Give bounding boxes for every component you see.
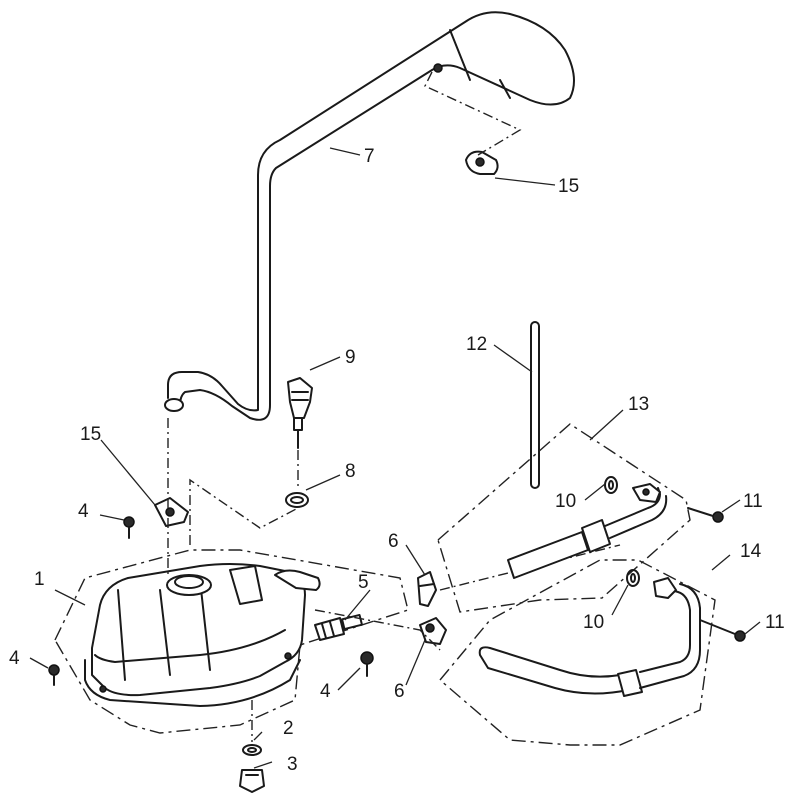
tube-part-7 [164,11,575,421]
group-outline-part-14 [439,559,716,746]
filler-cap-part-9 [287,377,313,449]
clamp-part-15-top [465,150,499,175]
callout-15-top: 15 [558,176,579,197]
bolt-part-4-a [123,516,135,539]
callout-3: 3 [287,754,298,775]
callout-11-upper: 11 [743,491,763,512]
callout-4-c: 4 [320,681,331,702]
callout-9: 9 [345,347,356,368]
fitting-part-5 [314,613,363,641]
callout-10-upper: 10 [555,491,576,512]
fitting-part-6-lower [419,617,447,645]
leader-lines [29,147,761,769]
bolt-part-4-b [48,664,60,686]
washer-part-10-lower [626,569,640,587]
dash-tank-to-6 [314,609,441,651]
tank-part-1 [84,563,321,707]
dash-tank-to-8 [189,478,299,545]
callout-2: 2 [283,718,294,739]
dash-7-to-15 [424,71,522,156]
hose-assembly-part-13 [507,483,668,579]
callout-6-lower: 6 [394,681,405,702]
callout-6-upper: 6 [388,531,399,552]
callout-12: 12 [466,334,487,355]
bolt-part-4-c [360,651,374,677]
callout-5: 5 [358,572,369,593]
clamp-part-15-lower [154,497,189,527]
callout-1: 1 [34,569,45,590]
callout-11-lower: 11 [765,612,785,633]
hose-assembly-part-14 [478,577,701,697]
group-outline-part-1 [54,549,409,734]
rod-part-12 [530,321,540,489]
callout-10-lower: 10 [583,612,604,633]
washer-part-2 [242,744,262,756]
callout-4-b: 4 [9,648,20,669]
callout-13: 13 [628,394,649,415]
callout-4-a: 4 [78,501,89,522]
callout-7: 7 [364,146,375,167]
washer-part-10-upper [604,476,618,494]
callout-15-lower: 15 [80,424,101,445]
drain-plug-part-3 [239,769,265,793]
o-ring-part-8 [285,492,309,508]
fitting-part-6-upper [417,571,437,607]
group-outline-part-13 [437,423,691,613]
bolt-part-11-lower [699,619,746,642]
callout-14: 14 [740,541,762,562]
callout-8: 8 [345,461,356,482]
bolt-part-11-upper [687,507,724,523]
